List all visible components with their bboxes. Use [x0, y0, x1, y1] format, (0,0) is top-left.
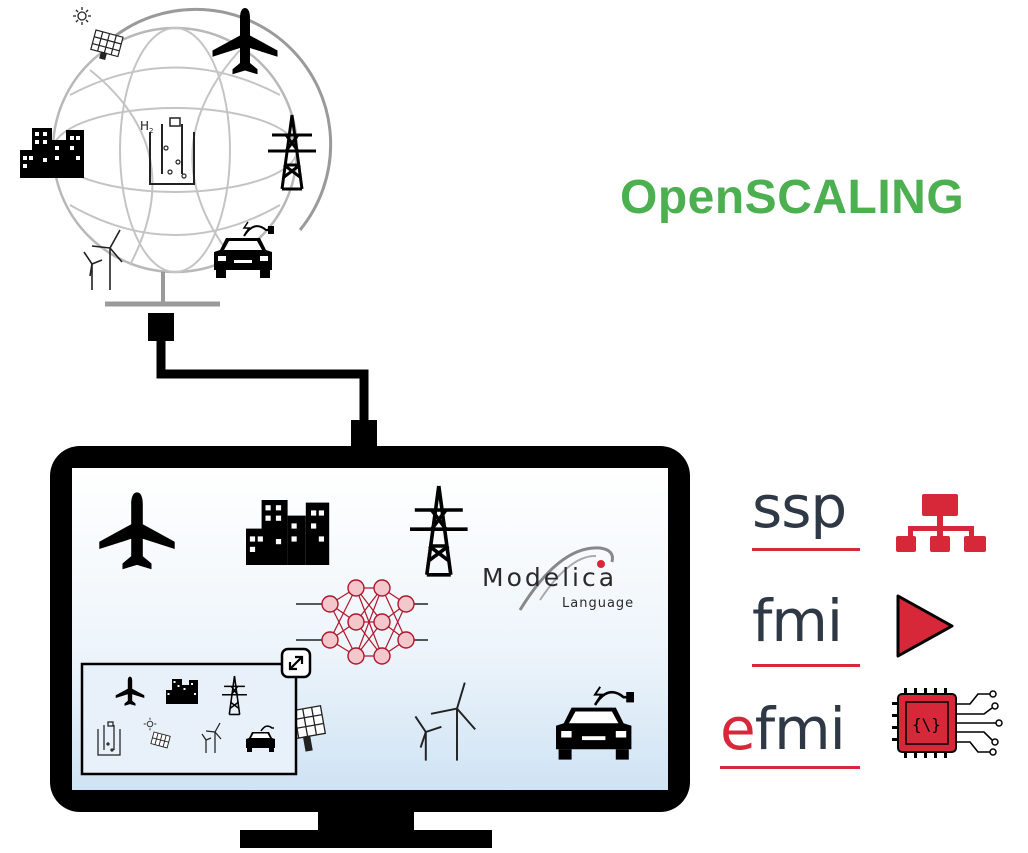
power-pylon-icon — [268, 114, 316, 191]
wind-turbine-icon — [201, 722, 222, 753]
standard-underline — [752, 664, 860, 667]
expand-icon[interactable] — [280, 647, 312, 679]
svg-text:{\}: {\} — [912, 715, 941, 734]
play-icon — [896, 594, 954, 658]
buildings-icon — [246, 500, 330, 565]
globe — [51, 7, 333, 307]
page-title: OpenSCALING — [620, 171, 965, 224]
standard-label: ssp — [752, 473, 847, 541]
hydrogen-electrolyzer-icon: H 2 — [140, 117, 195, 185]
standard-logo-fmi: fmi — [752, 592, 843, 650]
power-pylon-icon — [222, 675, 247, 716]
standard-logo-ssp: ssp — [752, 478, 847, 536]
svg-text:H: H — [140, 119, 149, 133]
buildings-icon — [20, 128, 84, 178]
buildings-icon — [166, 679, 198, 704]
electric-car-icon — [246, 725, 275, 752]
sun-icon — [73, 7, 91, 25]
solar-panel-icon — [150, 731, 171, 749]
standard-label: fmi — [752, 587, 843, 655]
standard-logo-efmi: efmi — [720, 700, 846, 758]
standard-label: fmi — [754, 695, 846, 763]
chip-icon: {\} — [892, 688, 1003, 758]
hydrogen-electrolyzer-icon — [97, 721, 121, 756]
airplane-icon — [212, 8, 278, 75]
monitor — [50, 446, 690, 848]
solar-panel-icon — [90, 29, 124, 60]
wind-turbine-icon — [83, 229, 123, 290]
power-pylon-icon — [410, 485, 468, 577]
connection-cable — [148, 313, 377, 448]
neural-network-icon — [296, 579, 428, 665]
electric-car-icon — [556, 686, 634, 760]
airplane-icon — [115, 676, 145, 706]
standard-underline — [720, 766, 860, 769]
standard-accent: e — [720, 695, 756, 763]
wind-turbine-icon — [414, 682, 476, 761]
hierarchy-icon — [896, 494, 986, 552]
modelica-logo-name: Modelica — [482, 563, 618, 592]
svg-text:2: 2 — [149, 127, 153, 135]
standard-underline — [752, 548, 860, 551]
sun-icon — [143, 717, 157, 731]
electric-car-icon — [214, 221, 274, 278]
airplane-icon — [99, 492, 175, 570]
modelica-logo-mark — [518, 546, 614, 611]
modelica-logo-subtitle: Language — [562, 596, 635, 611]
